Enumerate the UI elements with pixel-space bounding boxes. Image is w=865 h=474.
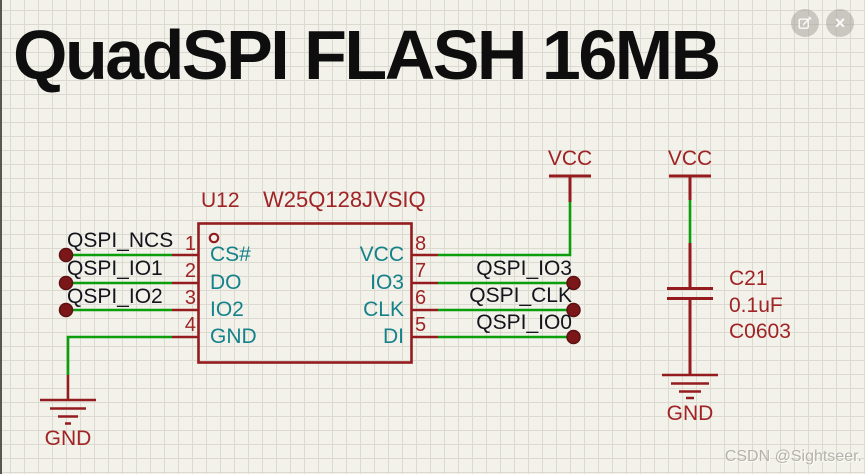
pin-number-6: 6 <box>415 287 427 309</box>
terminal-dot-qspi-io3 <box>566 275 581 291</box>
gnd-label-cap: GND <box>666 402 714 425</box>
pin-name-vcc: VCC <box>359 243 404 266</box>
pin-number-7: 7 <box>415 260 427 282</box>
watermark: CSDN @Sightseer. <box>724 448 862 465</box>
close-icon: × <box>834 12 846 33</box>
edit-image-button[interactable] <box>791 9 819 37</box>
chip-body <box>197 222 413 364</box>
terminal-dot-qspi-io0 <box>566 329 581 345</box>
chip-ref: U12 <box>201 189 240 212</box>
gnd-symbol-chip-icon <box>40 375 96 425</box>
vcc-label-chip: VCC <box>547 147 593 170</box>
terminal-dot-qspi-clk <box>566 302 581 318</box>
pin-name-cs: CS# <box>210 243 251 266</box>
screenshot-edge <box>0 0 2 474</box>
pin-number-1: 1 <box>184 233 196 255</box>
pin-name-gnd: GND <box>210 325 257 348</box>
vcc-symbol-chip-icon <box>549 174 591 202</box>
cap-footprint: C0603 <box>729 320 791 343</box>
close-button[interactable]: × <box>826 9 854 37</box>
pin-name-io2: IO2 <box>210 298 244 321</box>
chip-pin-stubs <box>172 253 438 339</box>
edit-image-icon <box>798 16 812 29</box>
vcc-symbol-cap-icon <box>669 174 711 200</box>
chip-part-number: W25Q128JVSIQ <box>263 187 426 212</box>
pin-name-clk: CLK <box>363 298 404 321</box>
pin-number-4: 4 <box>184 314 196 336</box>
pin-number-8: 8 <box>415 233 427 255</box>
terminal-dot-qspi-ncs <box>58 247 74 263</box>
pin-name-di: DI <box>383 325 404 348</box>
cap-value: 0.1uF <box>729 294 783 317</box>
chip-pin1-indicator-icon <box>208 232 220 244</box>
cap-ref: C21 <box>729 267 768 290</box>
pin-number-2: 2 <box>184 260 196 282</box>
net-label-qspi-io3: QSPI_IO3 <box>476 257 572 280</box>
terminal-dot-qspi-io1 <box>58 275 74 291</box>
wire-vcc-chip <box>438 202 572 257</box>
pin-name-io3: IO3 <box>370 271 404 294</box>
pin-number-3: 3 <box>184 287 196 309</box>
pin-number-5: 5 <box>415 314 427 336</box>
net-label-qspi-io2: QSPI_IO2 <box>67 285 163 308</box>
terminal-dot-qspi-io2 <box>58 302 74 318</box>
schematic-title: QuadSPI FLASH 16MB <box>13 16 721 94</box>
net-label-qspi-io1: QSPI_IO1 <box>67 257 163 280</box>
vcc-label-cap: VCC <box>667 147 713 170</box>
capacitor-symbol-icon <box>667 243 713 375</box>
pin-name-do: DO <box>210 271 242 294</box>
net-label-qspi-clk: QSPI_CLK <box>469 284 572 307</box>
gnd-symbol-cap-icon <box>662 373 718 400</box>
gnd-label-chip: GND <box>44 427 92 450</box>
net-label-qspi-ncs: QSPI_NCS <box>67 229 174 252</box>
wire-gnd-chip <box>66 335 172 375</box>
net-label-qspi-io0: QSPI_IO0 <box>476 311 572 334</box>
